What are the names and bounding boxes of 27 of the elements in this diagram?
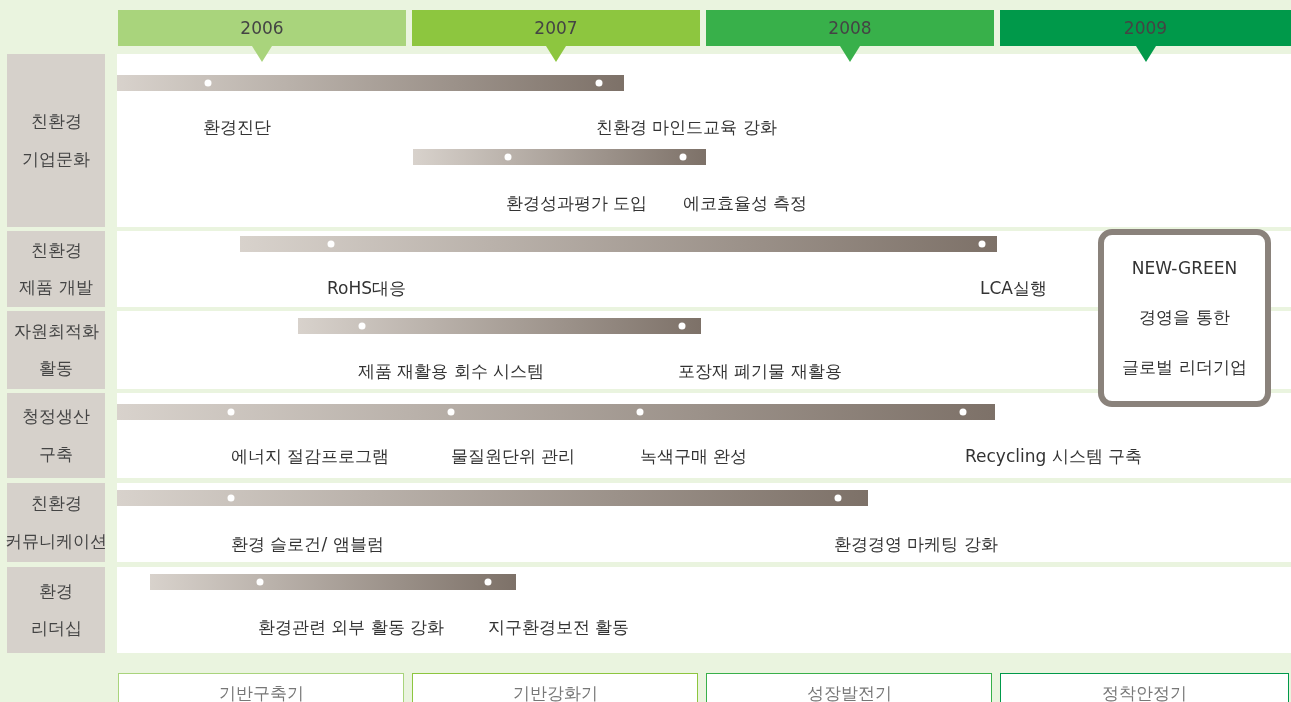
milestone-label: 제품 재활용 회수 시스템 [358,359,545,383]
milestone-label: 환경 슬로건/ 앰블럼 [231,532,384,556]
category-label: 자원최적화 활동 [7,311,105,389]
milestone-label: 환경관련 외부 활동 강화 [258,615,445,639]
phase-box: 성장발전기 [706,673,992,702]
milestone-label: 환경경영 마케팅 강화 [834,532,998,556]
milestone-label: 에코효율성 측정 [683,191,808,215]
goal-box: NEW-GREEN 경영을 통한 글로벌 리더기업 [1098,229,1271,407]
milestone-label: 녹색구매 완성 [640,444,748,468]
milestone-label: 에너지 절감프로그램 [231,444,390,468]
phase-box: 기반구축기 [118,673,404,702]
phase-box: 정착안정기 [1000,673,1289,702]
milestone-label: 지구환경보전 활동 [488,615,630,639]
category-label: 친환경 커뮤니케이션 [7,483,105,562]
category-label: 청정생산 구축 [7,393,105,478]
phase-box: 기반강화기 [412,673,698,702]
category-label: 친환경 기업문화 [7,54,105,227]
category-label: 친환경 제품 개발 [7,231,105,307]
milestone-label: 포장재 폐기물 재활용 [678,359,842,383]
milestone-label: 친환경 마인드교육 강화 [596,115,777,139]
milestone-label: 환경진단 [203,115,271,139]
milestone-label: 환경성과평가 도입 [506,191,648,215]
milestone-label: Recycling 시스템 구축 [965,444,1143,468]
milestone-label: LCA실행 [980,276,1047,300]
category-label: 환경 리더십 [7,567,105,653]
milestone-label: 물질원단위 관리 [451,444,576,468]
milestone-label: RoHS대응 [327,276,407,300]
